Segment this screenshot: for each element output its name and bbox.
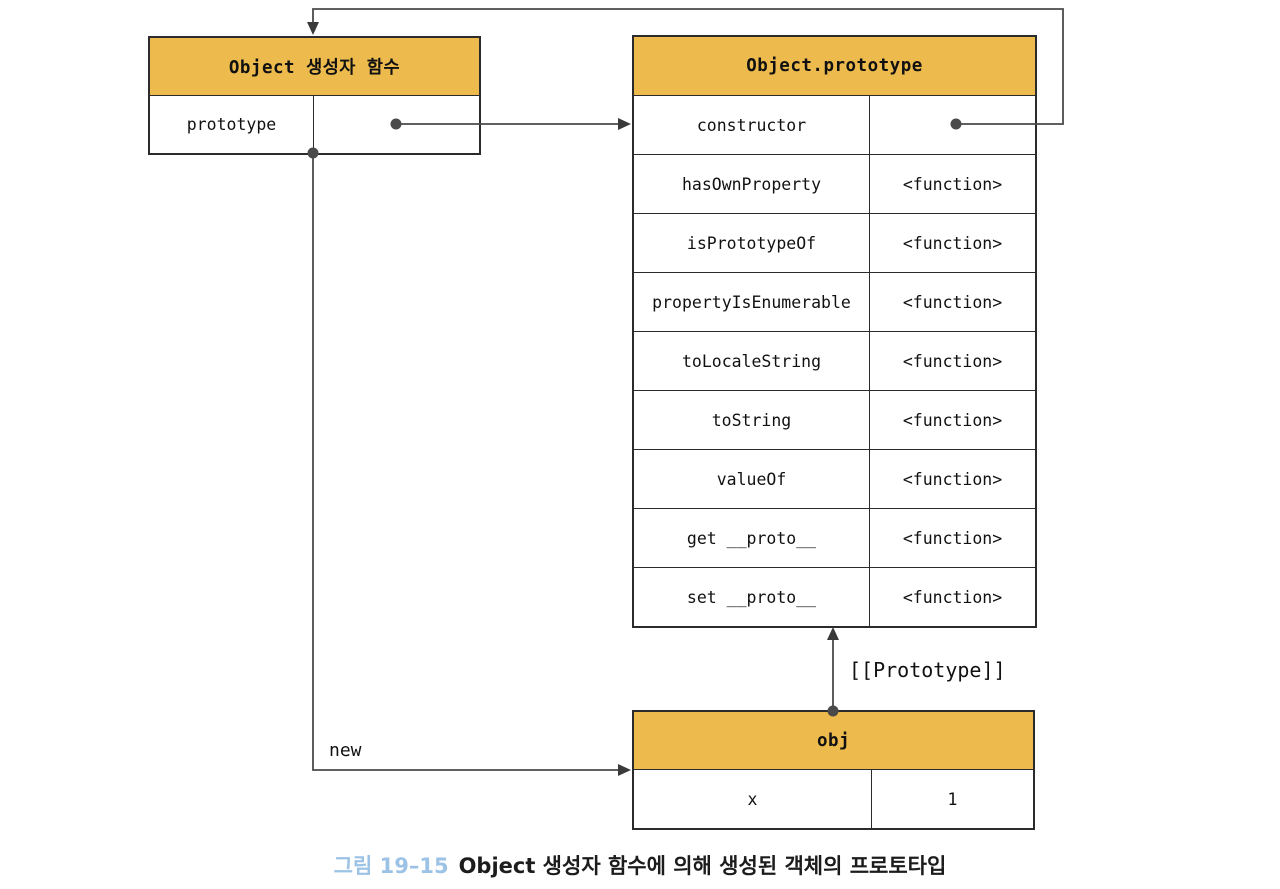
property-value: <function>: [902, 351, 1003, 371]
prototype-link-arrow: [827, 627, 839, 717]
prototype-link-label: [[Prototype]]: [849, 658, 1006, 682]
pointer-cell: [870, 96, 1035, 154]
table-row: constructor: [634, 95, 1035, 154]
object-prototype-box-title: Object.prototype: [634, 37, 1035, 95]
table-row: propertyIsEnumerable <function>: [634, 272, 1035, 331]
table-row: isPrototypeOf <function>: [634, 213, 1035, 272]
figure-caption: 그림 19–15 Object 생성자 함수에 의해 생성된 객체의 프로토타입: [0, 850, 1280, 880]
property-value: <function>: [902, 469, 1003, 489]
object-constructor-box-title: Object 생성자 함수: [150, 38, 479, 95]
new-keyword-label: new: [329, 740, 362, 761]
property-value: <function>: [902, 233, 1003, 253]
table-row: set __proto__ <function>: [634, 567, 1035, 626]
table-row: toLocaleString <function>: [634, 331, 1035, 390]
new-operator-arrow: [307, 147, 631, 776]
property-name: propertyIsEnumerable: [634, 273, 870, 331]
property-name: prototype: [150, 96, 314, 153]
object-constructor-box: Object 생성자 함수 prototype: [148, 36, 481, 155]
obj-box: obj x 1: [632, 710, 1035, 830]
figure-number: 그림 19–15: [333, 854, 449, 878]
property-value: 1: [947, 789, 958, 809]
table-row: hasOwnProperty <function>: [634, 154, 1035, 213]
pointer-cell: [314, 96, 479, 153]
property-name: toString: [634, 391, 870, 449]
property-value: <function>: [902, 174, 1003, 194]
property-name: x: [634, 770, 872, 828]
figure-caption-text: Object 생성자 함수에 의해 생성된 객체의 프로토타입: [458, 854, 947, 878]
property-name: get __proto__: [634, 509, 870, 567]
property-name: isPrototypeOf: [634, 214, 870, 272]
object-prototype-box: Object.prototype constructor hasOwnPrope…: [632, 35, 1037, 628]
property-value: <function>: [902, 292, 1003, 312]
property-name: hasOwnProperty: [634, 155, 870, 213]
table-row: prototype: [150, 95, 479, 153]
table-row: get __proto__ <function>: [634, 508, 1035, 567]
property-value: <function>: [902, 587, 1003, 607]
table-row: toString <function>: [634, 390, 1035, 449]
property-name: constructor: [634, 96, 870, 154]
table-row: x 1: [634, 769, 1033, 828]
property-value: <function>: [902, 528, 1003, 548]
table-row: valueOf <function>: [634, 449, 1035, 508]
property-name: valueOf: [634, 450, 870, 508]
property-name: toLocaleString: [634, 332, 870, 390]
obj-box-title: obj: [634, 712, 1033, 769]
property-name: set __proto__: [634, 568, 870, 626]
property-value: <function>: [902, 410, 1003, 430]
